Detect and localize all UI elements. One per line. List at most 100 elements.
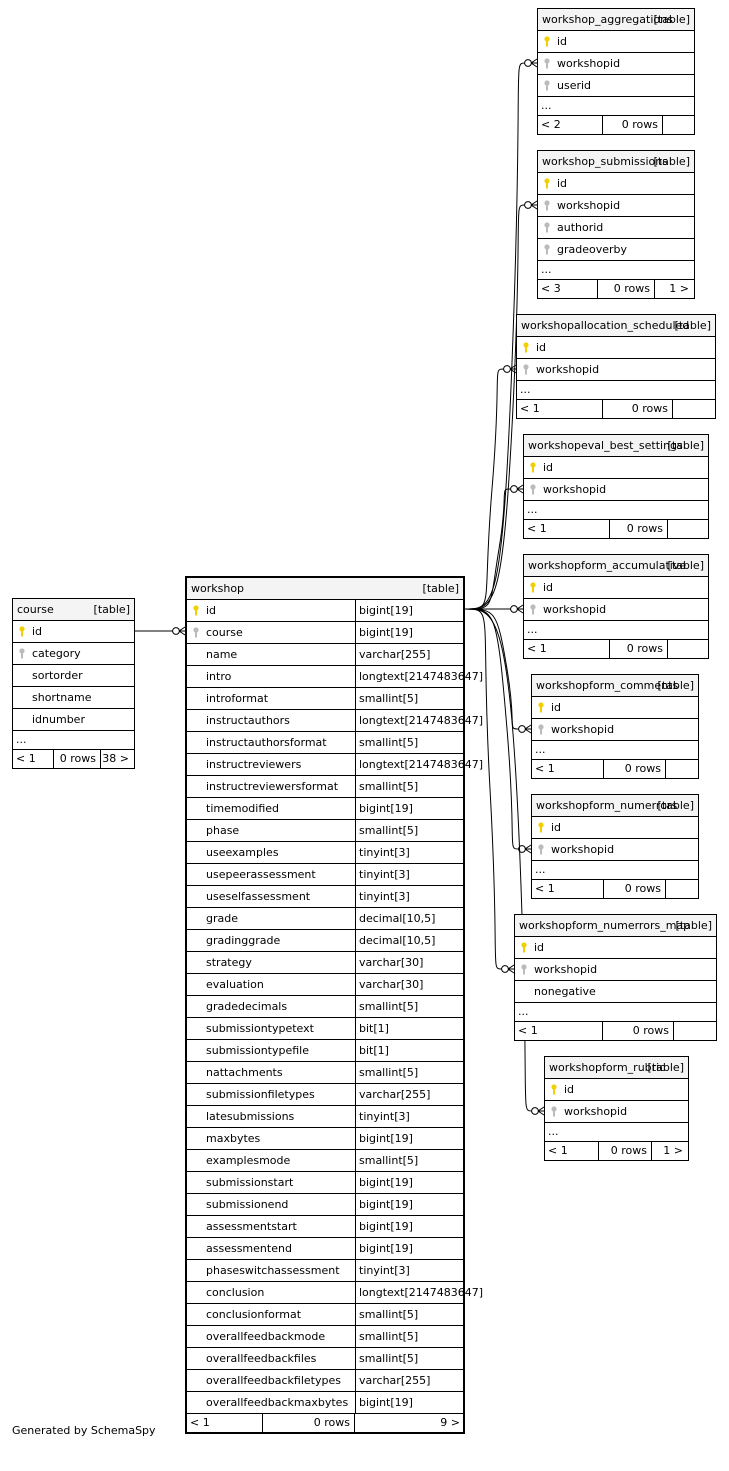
children-count[interactable] — [662, 116, 689, 133]
children-count[interactable]: 38 > — [102, 752, 129, 765]
parents-count[interactable]: < 1 — [527, 642, 547, 655]
parents-count[interactable]: < 1 — [520, 402, 540, 415]
parents-count[interactable]: < 1 — [16, 752, 36, 765]
column-row[interactable]: id — [532, 697, 698, 719]
column-row[interactable]: category — [13, 643, 134, 665]
children-count[interactable] — [667, 520, 703, 537]
parents-count[interactable]: < 2 — [541, 118, 561, 131]
parents-count[interactable]: < 3 — [541, 282, 561, 295]
column-row[interactable]: id — [538, 173, 694, 195]
children-count[interactable]: 9 > — [440, 1416, 460, 1429]
edge-crowfoot — [516, 484, 524, 494]
column-row[interactable]: workshopid — [538, 53, 694, 75]
column-row[interactable]: nonegative — [515, 981, 716, 1003]
column-row[interactable]: id — [545, 1079, 688, 1101]
children-count[interactable] — [673, 1022, 711, 1039]
column-row[interactable]: id — [538, 31, 694, 53]
parents-count[interactable]: < 1 — [518, 1024, 538, 1037]
children-count[interactable]: 1 > — [669, 282, 689, 295]
parents-count[interactable]: < 1 — [548, 1144, 568, 1157]
column-row[interactable]: id — [515, 937, 716, 959]
column-row[interactable]: workshopid — [532, 839, 698, 861]
column-row[interactable]: workshopid — [515, 959, 716, 981]
parents-count[interactable]: < 1 — [535, 762, 555, 775]
column-row[interactable]: shortname — [13, 687, 134, 709]
column-row[interactable]: sortorder — [13, 665, 134, 687]
column-row[interactable]: id — [524, 457, 708, 479]
column-row[interactable]: userid — [538, 75, 694, 97]
column-row[interactable]: idnumber — [13, 709, 134, 731]
column-row[interactable]: workshopid — [538, 195, 694, 217]
column-row[interactable]: workshopid — [524, 599, 708, 621]
children-count[interactable] — [667, 640, 703, 657]
column-type: smallint[5] — [355, 1062, 418, 1083]
column-row[interactable]: workshopid — [545, 1101, 688, 1123]
column-row[interactable]: workshopid — [532, 719, 698, 741]
column-row[interactable]: id — [13, 621, 134, 643]
column-row[interactable]: authorid — [538, 217, 694, 239]
children-count[interactable] — [665, 880, 693, 897]
children-count[interactable]: 1 > — [663, 1144, 683, 1157]
children-count[interactable] — [672, 400, 710, 417]
parents-count[interactable]: < 1 — [527, 522, 547, 535]
column-row[interactable]: id — [532, 817, 698, 839]
parents-count[interactable]: < 1 — [535, 882, 555, 895]
column-row[interactable]: workshopid — [524, 479, 708, 501]
parents-count[interactable]: < 1 — [190, 1416, 210, 1429]
children-count[interactable] — [665, 760, 693, 777]
column-row[interactable]: workshopid — [517, 359, 715, 381]
column-row[interactable]: id — [517, 337, 715, 359]
edge-optional-marker — [524, 59, 532, 67]
column-row[interactable]: id — [524, 577, 708, 599]
column-row[interactable]: gradeoverby — [538, 239, 694, 261]
